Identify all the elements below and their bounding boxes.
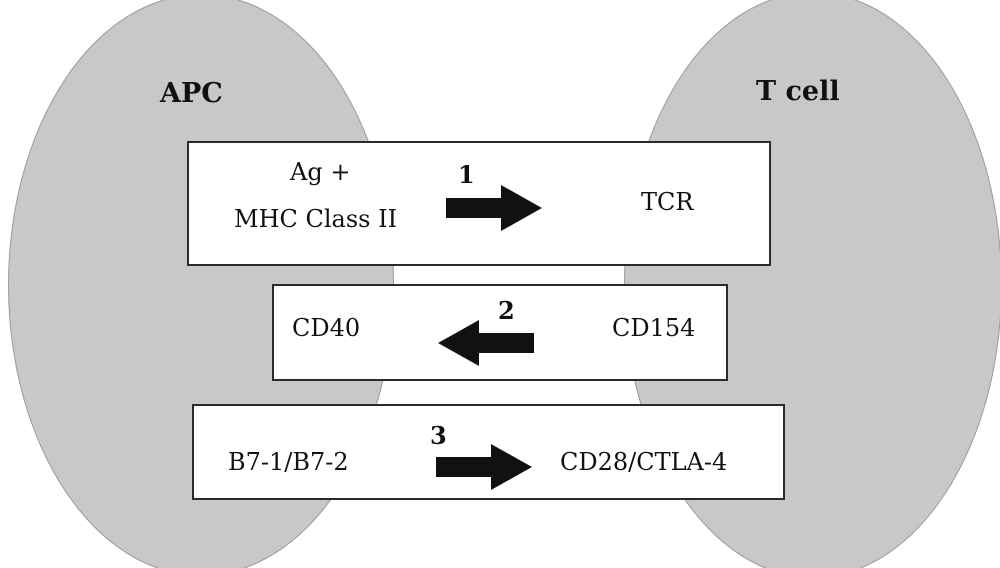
interaction-3-right: CD28/CTLA-4 xyxy=(560,448,728,476)
right-arrow-icon xyxy=(446,185,542,231)
interaction-3-number: 3 xyxy=(430,421,447,450)
interaction-2-number: 2 xyxy=(498,296,515,325)
interaction-box-2 xyxy=(272,284,728,381)
interaction-1-right: TCR xyxy=(641,188,694,216)
interaction-2-left: CD40 xyxy=(292,314,361,342)
interaction-1-left-line-1: Ag + xyxy=(290,158,351,186)
interaction-2-right: CD154 xyxy=(612,314,696,342)
interaction-1-left-line-2: MHC Class II xyxy=(234,205,398,233)
interaction-box-3 xyxy=(192,404,785,500)
t-cell-label: T cell xyxy=(756,76,840,107)
right-arrow-icon xyxy=(436,444,532,490)
left-arrow-icon xyxy=(438,320,534,366)
apc-label: APC xyxy=(160,78,223,109)
interaction-1-number: 1 xyxy=(458,160,475,189)
interaction-3-left: B7-1/B7-2 xyxy=(228,448,349,476)
